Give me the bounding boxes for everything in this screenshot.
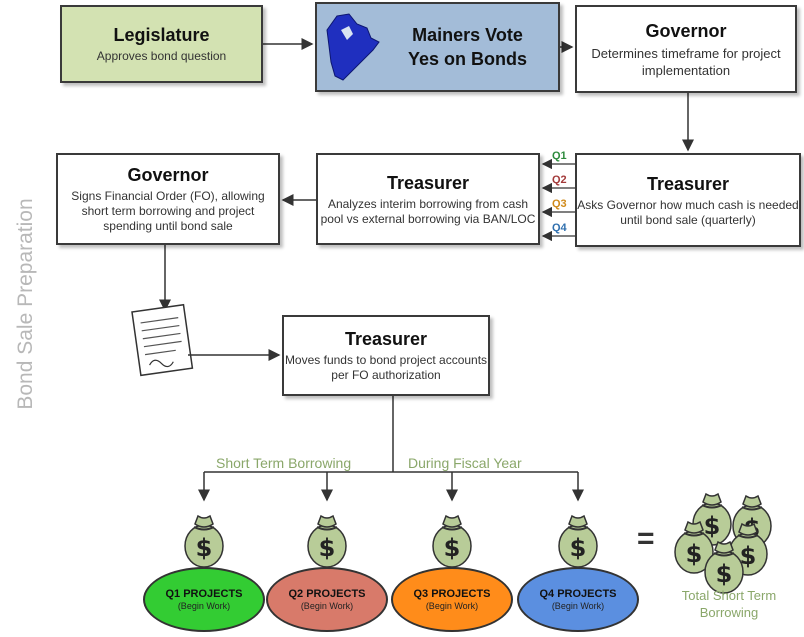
q1-projects: Q1 PROJECTS (Begin Work)	[143, 567, 265, 632]
treasurer-move-title: Treasurer	[344, 329, 428, 349]
treasurer-move-desc: Moves funds to bond project accounts per…	[284, 353, 488, 382]
governor-order-title: Governor	[127, 165, 209, 185]
quarter-label-q4: Q4	[552, 222, 567, 234]
governor-order-box: Governor Signs Financial Order (FO), all…	[56, 153, 280, 245]
legislature-desc: Approves bond question	[96, 49, 227, 63]
legislature-box: Legislature Approves bond question	[60, 5, 263, 83]
legislature-title: Legislature	[113, 25, 210, 45]
total-short-term-borrowing-label: Total Short Term Borrowing	[681, 588, 777, 620]
q1-projects-sub: (Begin Work)	[177, 601, 231, 611]
treasurer-ask-title: Treasurer	[646, 173, 730, 194]
voters-title: Mainers Vote Yes on Bonds	[407, 25, 528, 69]
quarter-label-q2: Q2	[552, 174, 567, 186]
money-bag-icon	[184, 515, 224, 568]
q4-projects-sub: (Begin Work)	[551, 601, 605, 611]
money-bag-icon	[432, 515, 472, 568]
phase-left-label: Short Term Borrowing	[216, 455, 352, 471]
q2-projects-title: Q2 PROJECTS	[288, 588, 366, 600]
money-bag-icon	[558, 515, 598, 568]
q3-projects: Q3 PROJECTS (Begin Work)	[391, 567, 513, 632]
treasurer-move-box: Treasurer Moves funds to bond project ac…	[282, 315, 490, 396]
quarter-label-q1: Q1	[552, 150, 567, 162]
treasurer-ask-box: Treasurer Asks Governor how much cash is…	[575, 153, 801, 247]
money-bag-cluster-icon	[674, 493, 772, 594]
q3-projects-sub: (Begin Work)	[425, 601, 479, 611]
q2-projects: Q2 PROJECTS (Begin Work)	[266, 567, 388, 632]
governor-timeframe-title: Governor	[645, 20, 727, 41]
q1-projects-title: Q1 PROJECTS	[165, 588, 243, 600]
q3-projects-title: Q3 PROJECTS	[413, 588, 491, 600]
equals-sign: =	[637, 522, 655, 555]
treasurer-ask-desc: Asks Governor how much cash is needed un…	[577, 197, 799, 227]
quarter-label-q3: Q3	[552, 198, 567, 210]
q4-projects: Q4 PROJECTS (Begin Work)	[517, 567, 639, 632]
treasurer-analyze-box: Treasurer Analyzes interim borrowing fro…	[316, 153, 540, 245]
governor-timeframe-desc: Determines timeframe for project impleme…	[591, 45, 781, 78]
treasurer-analyze-desc: Analyzes interim borrowing from cash poo…	[320, 196, 536, 226]
governor-timeframe-box: Governor Determines timeframe for projec…	[575, 5, 797, 93]
maine-map-icon	[326, 13, 380, 81]
governor-order-desc: Signs Financial Order (FO), allowing sho…	[71, 189, 265, 233]
document-icon	[131, 303, 194, 377]
side-label: Bond Sale Preparation	[14, 198, 37, 410]
q4-projects-title: Q4 PROJECTS	[539, 588, 617, 600]
voters-box: Mainers Vote Yes on Bonds	[315, 2, 560, 92]
q2-projects-sub: (Begin Work)	[300, 601, 354, 611]
treasurer-analyze-title: Treasurer	[386, 172, 470, 193]
phase-right-label: During Fiscal Year	[408, 455, 522, 471]
money-bag-icon	[307, 515, 347, 568]
